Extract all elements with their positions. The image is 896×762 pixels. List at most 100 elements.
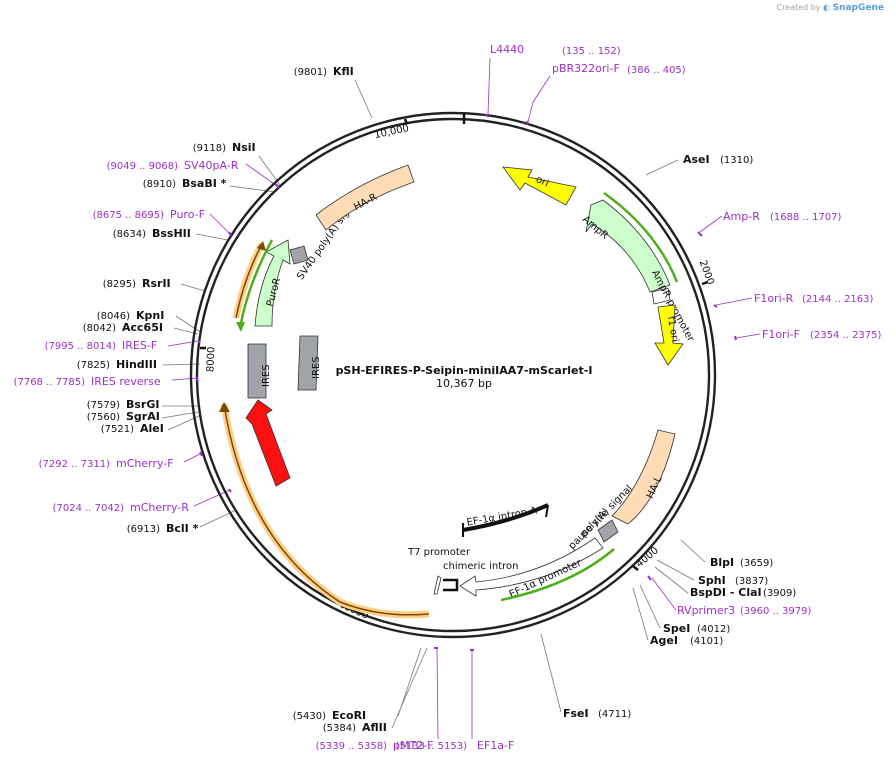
primer-name-f1ori-f: F1ori-F [762, 328, 800, 341]
site-name-bspdi-clai: BspDI - ClaI [690, 586, 762, 599]
snapgene-icon: ◐ [823, 3, 831, 12]
site-pos-rsrii: (8295) [103, 279, 136, 290]
site-pos-nsii: (9118) [193, 143, 226, 154]
ef1a-intron-feature [462, 503, 549, 532]
site-name-alei: AleI [140, 422, 164, 435]
brand-name: SnapGene [832, 3, 884, 13]
primer-pos-puro-f: (8675 .. 8695) [93, 210, 165, 221]
leader-line [171, 377, 199, 381]
site-pos-sgrai: (7560) [87, 412, 120, 423]
primer-name-sv40pa-r: SV40pA-R [184, 159, 239, 172]
primer-name-rvprimer3: RVprimer3 [677, 604, 735, 617]
leader-line [651, 577, 677, 611]
ampr-orf-arrow [603, 191, 679, 283]
plasmid-name: pSH-EFIRES-P-Seipin-miniIAA7-mScarlet-I [336, 364, 593, 377]
primer-pos-f1ori-r: (2144 .. 2163) [802, 294, 874, 305]
tick-mark [403, 118, 409, 125]
ori-feature [502, 166, 577, 206]
primer-name-f1ori-r: F1ori-R [754, 292, 794, 305]
primer-name-mcherry-f: mCherry-F [116, 457, 174, 470]
site-name-hindiii: HindIII [116, 358, 157, 371]
primer-pos-l4440: (135 .. 152) [562, 46, 621, 57]
ires-inner-label: IRES [311, 356, 322, 379]
leader-line [391, 647, 428, 729]
primer-name-ires-reverse: IRES reverse [91, 375, 161, 388]
plasmid-size: 10,367 bp [436, 377, 492, 390]
primer-pos-f1ori-f: (2354 .. 2375) [810, 330, 882, 341]
primer-pos-pbr322ori-f: (386 .. 405) [627, 65, 686, 76]
site-pos-fsei: (4711) [598, 709, 631, 720]
site-pos-bspdi-clai: (3909) [763, 588, 796, 599]
leader-line [680, 539, 706, 563]
leader-line [209, 213, 231, 235]
site-name-sphi: SphI [698, 574, 726, 587]
site-pos-kfli: (9801) [294, 67, 327, 78]
primer-pos-sv40pa-r: (9049 .. 9068) [107, 161, 179, 172]
mscarlet-feature [245, 399, 291, 487]
ef1a-intron-label: EF-1α intron A [466, 505, 538, 528]
f1-ori-feature [654, 304, 684, 366]
polya-signal-feature [597, 519, 619, 543]
site-name-ecori: EcoRI [332, 709, 366, 722]
puror-orf-arrow [238, 239, 274, 329]
site-pos-hindiii: (7825) [77, 360, 110, 371]
primer-name-pmt2-f: pMT2-F [393, 739, 434, 752]
site-pos-bcli: (6913) [127, 524, 160, 535]
sv40-polya-feature [289, 245, 309, 265]
site-name-bsabi: BsaBI * [182, 177, 227, 190]
t7-promoter-label: T7 promoter [407, 547, 471, 558]
site-pos-asei: (1310) [720, 155, 753, 166]
ha-r-feature [315, 164, 415, 231]
site-name-sgrai: SgrAI [126, 410, 160, 423]
site-pos-agei: (4101) [690, 636, 723, 647]
leader-line [654, 566, 689, 594]
ampr-promoter-feature [651, 287, 671, 305]
primer-pos-mcherry-f: (7292 .. 7311) [39, 459, 111, 470]
chimeric-intron-label: chimeric intron [443, 561, 518, 572]
created-by-text: Created by [776, 3, 821, 12]
primer-name-amp-r: Amp-R [723, 210, 760, 223]
site-name-kpni: KpnI [136, 309, 164, 322]
primer-name-l4440: L4440 [490, 43, 524, 56]
leader-line [639, 584, 661, 629]
site-name-bsrgi: BsrGI [126, 398, 159, 411]
t7-promoter-feature [433, 575, 442, 595]
primer-name-pbr322ori-f: pBR322ori-F [552, 62, 620, 75]
leader-line [735, 333, 761, 339]
leader-line [540, 633, 562, 713]
leader-line [161, 411, 199, 419]
leader-line [656, 559, 695, 581]
site-pos-bsrgi: (7579) [87, 400, 120, 411]
site-name-bcli: BclI * [166, 522, 199, 535]
created-by-brand: Created by ◐ SnapGene [776, 3, 884, 13]
ires-feature [247, 343, 267, 399]
ef1a-orf-arrow [500, 548, 615, 602]
primer-pos-ires-reverse: (7768 .. 7785) [14, 377, 86, 388]
primer-pos-ires-f: (7995 .. 8014) [45, 341, 117, 352]
site-pos-aflii: (5384) [323, 723, 356, 734]
site-pos-acc65i: (8042) [83, 323, 116, 334]
tick-label-10000: 10,000 [374, 123, 411, 141]
leader-line [436, 647, 439, 740]
leader-line [699, 215, 723, 233]
site-name-agei: AgeI [650, 634, 678, 647]
primer-name-ires-f: IRES-F [122, 339, 157, 352]
site-name-nsii: NsiI [232, 141, 256, 154]
tick-label-2000: 2000 [697, 259, 716, 287]
site-name-bsshii: BssHII [152, 227, 191, 240]
site-pos-blpi: (3659) [740, 558, 773, 569]
site-pos-bsshii: (8634) [113, 229, 146, 240]
leader-line [193, 489, 231, 507]
primer-pos-ef1a-f: (5133 .. 5153) [396, 741, 468, 752]
site-name-asei: AseI [683, 153, 710, 166]
backbone-outer-ring [189, 111, 717, 639]
site-name-acc65i: Acc65I [122, 321, 163, 334]
site-name-fsei: FseI [563, 707, 589, 720]
leader-line [195, 233, 229, 241]
primer-name-puro-f: Puro-F [170, 208, 205, 221]
ires-inner-feature [297, 335, 319, 391]
primer-pos-amp-r: (1688 .. 1707) [770, 212, 842, 223]
ef1a-promoter-feature [459, 537, 604, 597]
primer-pos-pmt2-f: (5339 .. 5358) [316, 741, 388, 752]
